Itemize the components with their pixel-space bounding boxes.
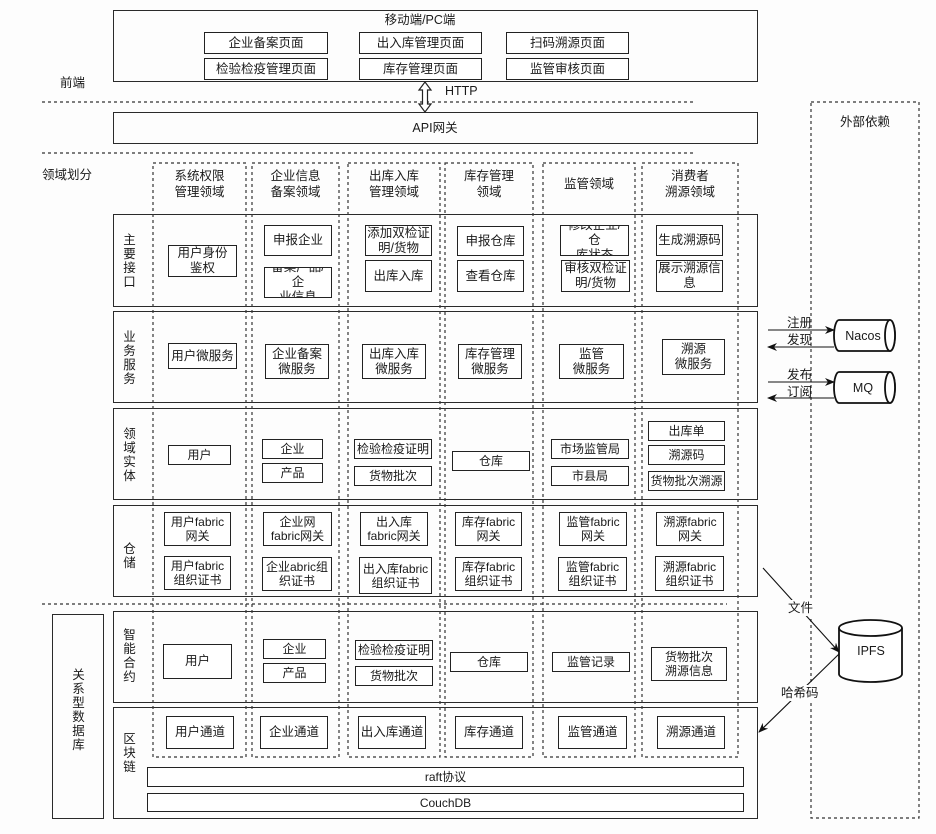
fabric-certificate-box: 企业abric组 织证书 xyxy=(262,557,332,591)
microservice-box: 监管 微服务 xyxy=(559,344,624,379)
client-title: 移动端/PC端 xyxy=(384,13,456,27)
component-box: 查看仓库 xyxy=(457,260,524,292)
domain-header-enterprise-filing: 企业信息 备案领域 xyxy=(270,169,321,199)
publish-label: 发布 xyxy=(787,368,813,382)
entity-box: 市场监管局 xyxy=(551,439,629,459)
fabric-certificate-box: 库存fabric 组织证书 xyxy=(455,557,522,591)
couchdb-bar: CouchDB xyxy=(147,793,744,812)
channel-box: 库存通道 xyxy=(455,716,523,749)
domain-header-supervision: 监管领域 xyxy=(563,177,614,191)
relational-database xyxy=(52,614,104,819)
raft-protocol-bar: raft协议 xyxy=(147,767,744,787)
layer-label-business-services: 业务服务 xyxy=(123,330,136,386)
relational-database-label: 关系型数据库 xyxy=(72,668,85,752)
microservice-box: 企业备案 微服务 xyxy=(265,344,329,379)
api-gateway-label: API网关 xyxy=(412,121,458,135)
client-container xyxy=(113,10,758,82)
page-scan-trace: 扫码溯源页面 xyxy=(506,32,629,54)
layer-label-domain-entities: 领域实体 xyxy=(123,427,136,483)
http-label: HTTP xyxy=(445,84,478,98)
layer-label-repository: 仓储 xyxy=(123,542,136,570)
component-box: 生成溯源码 xyxy=(656,225,723,256)
domain-header-warehousing: 出库入库 管理领域 xyxy=(368,169,419,199)
api-gateway xyxy=(113,112,758,144)
layer-label-smart-contracts: 智能合约 xyxy=(123,628,136,684)
fabric-certificate-box: 监管fabric 组织证书 xyxy=(558,557,627,591)
ipfs-label: IPFS xyxy=(857,644,885,658)
entity-box: 溯源码 xyxy=(648,445,725,465)
fabric-gateway-box: 出入库 fabric网关 xyxy=(360,512,428,546)
component-box: 申报企业 xyxy=(264,225,332,256)
fabric-gateway-box: 溯源fabric 网关 xyxy=(656,512,724,546)
component-box: 审核双检证 明/货物 xyxy=(561,260,630,292)
frontend-section-label: 前端 xyxy=(60,76,86,90)
component-box: 出库入库 xyxy=(365,260,432,292)
mq-label: MQ xyxy=(852,381,874,395)
microservice-box: 用户微服务 xyxy=(168,343,237,369)
page-supervision-audit: 监管审核页面 xyxy=(506,58,629,80)
fabric-gateway-box: 库存fabric 网关 xyxy=(455,512,522,546)
microservice-box: 溯源 微服务 xyxy=(662,339,725,375)
contract-box: 企业 xyxy=(263,639,326,659)
fabric-gateway-box: 企业网 fabric网关 xyxy=(263,512,332,546)
contract-box: 检验检疫证明 xyxy=(355,640,433,660)
channel-box: 用户通道 xyxy=(166,716,234,749)
hash-label: 哈希码 xyxy=(780,685,820,701)
contract-box: 货物批次 xyxy=(355,666,433,686)
fabric-certificate-box: 出入库fabric 组织证书 xyxy=(359,557,432,594)
external-dependencies-container xyxy=(810,101,920,819)
contract-box: 仓库 xyxy=(450,652,528,672)
page-enterprise-filing: 企业备案页面 xyxy=(204,32,328,54)
fabric-gateway-box: 用户fabric 网关 xyxy=(164,512,231,546)
component-box: 备案产品/企 业信息 xyxy=(264,267,332,298)
entity-box: 仓库 xyxy=(452,451,530,471)
nacos-label: Nacos xyxy=(845,329,881,343)
channel-box: 监管通道 xyxy=(558,716,627,749)
component-box: 添加双检证 明/货物 xyxy=(365,225,432,256)
component-box: 用户身份 鉴权 xyxy=(168,245,237,277)
channel-box: 企业通道 xyxy=(260,716,328,749)
entity-box: 出库单 xyxy=(648,421,725,441)
contract-box: 货物批次 溯源信息 xyxy=(651,647,727,681)
discover-label: 发现 xyxy=(787,333,813,347)
page-inventory: 库存管理页面 xyxy=(359,58,482,80)
file-label: 文件 xyxy=(787,600,815,616)
fabric-certificate-box: 用户fabric 组织证书 xyxy=(164,556,231,590)
domain-header-consumer-trace: 消费者 溯源领域 xyxy=(664,169,715,199)
microservice-box: 出库入库 微服务 xyxy=(362,344,426,379)
page-inspection-quarantine: 检验检疫管理页面 xyxy=(204,58,328,80)
domain-header-system-permission: 系统权限 管理领域 xyxy=(174,169,225,199)
http-double-arrow-icon xyxy=(417,81,433,113)
entity-box: 货物批次 xyxy=(354,466,432,486)
contract-box: 监管记录 xyxy=(552,652,630,672)
domain-header-inventory: 库存管理 领域 xyxy=(463,169,514,199)
component-box: 修改企业/仓 库状态 xyxy=(560,225,629,256)
page-inbound-outbound: 出入库管理页面 xyxy=(359,32,482,54)
domain-section-label: 领域划分 xyxy=(42,168,93,182)
layer-label-main-interfaces: 主要接口 xyxy=(123,233,136,289)
entity-box: 检验检疫证明 xyxy=(354,439,432,459)
contract-box: 产品 xyxy=(263,663,326,683)
channel-box: 出入库通道 xyxy=(358,716,426,749)
layer-label-blockchain: 区块链 xyxy=(123,732,136,774)
entity-box: 货物批次溯源 xyxy=(648,471,725,491)
contract-box: 用户 xyxy=(163,644,232,679)
register-label: 注册 xyxy=(787,316,813,330)
subscribe-label: 订阅 xyxy=(787,385,813,399)
channel-box: 溯源通道 xyxy=(657,716,725,749)
component-box: 展示溯源信 息 xyxy=(656,260,723,292)
entity-box: 用户 xyxy=(168,445,231,465)
fabric-certificate-box: 溯源fabric 组织证书 xyxy=(655,556,724,591)
entity-box: 企业 xyxy=(262,439,323,459)
microservice-box: 库存管理 微服务 xyxy=(458,344,522,379)
fabric-gateway-box: 监管fabric 网关 xyxy=(559,512,627,546)
entity-box: 市县局 xyxy=(551,466,629,486)
external-dependencies-title: 外部依赖 xyxy=(839,115,890,129)
entity-box: 产品 xyxy=(262,463,323,483)
component-box: 申报仓库 xyxy=(457,226,524,256)
